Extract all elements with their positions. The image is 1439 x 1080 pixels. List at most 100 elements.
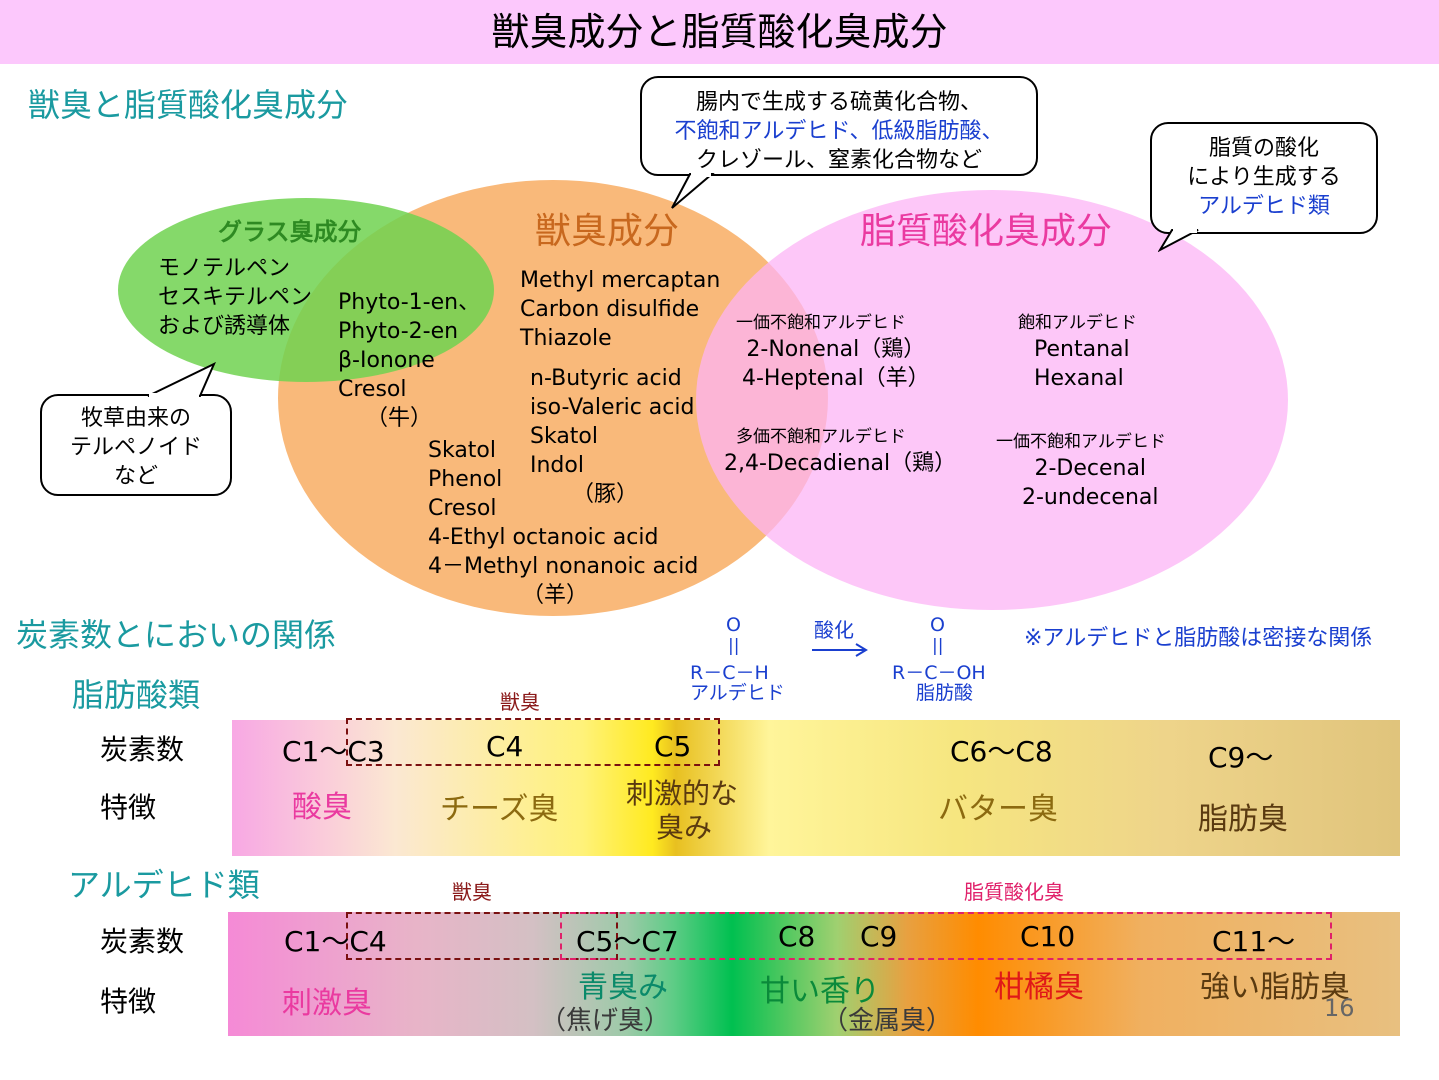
bubble-intestinal-tail (671, 173, 715, 209)
aldehyde-feature: （金属臭） (822, 1006, 953, 1036)
grass-ellipse (118, 198, 494, 382)
bubble-lipid-line2: により生成する (1187, 165, 1341, 190)
bubble-intestinal-line2: 不飽和アルデヒド、低級脂肪酸、 (674, 119, 1004, 144)
aldehyde-carbon: C11～ (1212, 925, 1296, 958)
lipid-title: 脂質酸化臭成分 (860, 211, 1113, 252)
aldehyde-name: アルデヒド (690, 682, 785, 704)
acid-name: 脂肪酸 (916, 682, 974, 704)
lipid-cat1-item: Pentanal (1034, 337, 1130, 362)
grass-item: セスキテルペン (158, 285, 313, 310)
aldehyde-formula: R－C－H (690, 662, 769, 684)
lipid-cat2-list: 2-Decenal 2-undecenal (1022, 454, 1159, 512)
bubble-intestinal-line3: クレゾール、窒素化合物など (695, 148, 982, 173)
aldehyde-carbon: C9 (860, 920, 898, 953)
bubble-lipid-oxidation: 脂質の酸化 により生成する アルデヒド類 (1150, 122, 1378, 234)
fatty-feature: チーズ臭 (440, 792, 559, 827)
overlap-cat1-item: 4-Heptenal（羊） (742, 366, 930, 391)
aldehyde-feature: 刺激臭 (282, 986, 372, 1021)
lipid-cat2-label: 一価不飽和アルデヒド (996, 432, 1166, 452)
oxidation-label: 酸化 (814, 618, 854, 642)
fatty-feature: バター臭 (938, 792, 1058, 827)
beast-item: n-Butyric acid (530, 366, 682, 391)
beast-item: Methyl mercaptan (520, 268, 721, 293)
bubble-pasture: 牧草由来の テルペノイド など (40, 394, 232, 496)
fatty-carbon: C6～C8 (950, 735, 1053, 768)
bubble-lipid-line1: 脂質の酸化 (1208, 136, 1319, 161)
overlap-cat1-label: 一価不飽和アルデヒド (736, 313, 906, 333)
bubble-pasture-tail (147, 362, 216, 397)
section-carbon-heading: 炭素数とにおいの関係 (16, 616, 337, 654)
bubble-intestinal-line1: 腸内で生成する硫黄化合物、 (695, 90, 982, 115)
overlap-item: Phyto-1-en、 (338, 290, 481, 315)
overlap-item: Phyto-2-en (338, 319, 459, 344)
bubble-lipid-line3: アルデヒド類 (1198, 194, 1330, 219)
beast-item: Carbon disulfide (520, 297, 700, 322)
aldehyde-lipid-label: 脂質酸化臭 (964, 880, 1064, 904)
oxidation-arrow-icon (812, 643, 868, 657)
overlap-cat1-item: 2-Nonenal（鶏） (746, 337, 926, 362)
fatty-row-carbon: 炭素数 (100, 733, 185, 766)
fatty-acids-band (232, 720, 1400, 856)
fatty-beast-label: 獣臭 (500, 690, 540, 714)
fatty-carbon: C5 (654, 730, 692, 763)
beast-item: Cresol (428, 496, 497, 521)
aldehyde-row-feature: 特徴 (100, 985, 157, 1018)
beast-title: 獣臭成分 (535, 211, 680, 252)
bubble-intestinal: 腸内で生成する硫黄化合物、 不飽和アルデヒド、低級脂肪酸、 クレゾール、窒素化合… (640, 76, 1038, 176)
section-venn-heading: 獣臭と脂質酸化臭成分 (28, 86, 349, 124)
overlap-animal: （牛） (366, 406, 433, 431)
fatty-feature: 脂肪臭 (1198, 802, 1288, 837)
beast-item: Thiazole (520, 326, 612, 351)
aldehyde-bond: || (728, 636, 740, 656)
beast-item: Skatol (428, 438, 496, 463)
aldehyde-carbon: C5～C7 (576, 925, 679, 958)
lipid-ellipse (696, 190, 1288, 610)
lipid-cat1-item: Hexanal (1034, 366, 1124, 391)
overlap-cat2-label: 多価不飽和アルデヒド (736, 427, 906, 447)
aldehyde-row-carbon: 炭素数 (100, 925, 185, 958)
grass-title: グラス臭成分 (218, 218, 362, 246)
aldehyde-beast-label: 獣臭 (452, 880, 492, 904)
acid-o: O (930, 614, 945, 636)
acid-bond: || (932, 636, 944, 656)
lipid-cat2-item: 2-Decenal (1034, 456, 1147, 481)
aldehyde-feature: （焦げ臭） (540, 1006, 671, 1036)
overlap-grass-beast-list: Phyto-1-en、 Phyto-2-en β-Ionone Cresol （… (338, 288, 480, 433)
aldehyde-o: O (726, 614, 741, 636)
beast-item: iso-Valeric acid (530, 395, 695, 420)
aldehyde-carbon: C8 (778, 920, 816, 953)
bubble-lipid-tail (1158, 229, 1199, 253)
grass-item: モノテルペン (158, 256, 291, 281)
bubble-pasture-line1: 牧草由来の (80, 406, 191, 431)
aldehyde-feature: 甘い香り (760, 974, 880, 1009)
aldehyde-carbon: C10 (1020, 920, 1076, 953)
aldehyde-feature: 強い脂肪臭 (1200, 970, 1350, 1005)
aldehyde-feature: 柑橘臭 (994, 970, 1084, 1005)
grass-list: モノテルペン セスキテルペン および誘導体 (158, 254, 312, 341)
beast-group3-animal: （羊） (522, 583, 589, 608)
title-bar (0, 0, 1439, 64)
beast-item: Phenol (428, 467, 503, 492)
beast-group2-animal: （豚） (572, 482, 639, 507)
aldehyde-carbon: C1～C4 (284, 925, 387, 958)
page-title: 獣臭成分と脂質酸化臭成分 (491, 10, 948, 54)
overlap-item: Cresol (338, 377, 407, 402)
aldehyde-beast-dashed-box (346, 912, 618, 960)
fatty-carbon: C4 (486, 730, 524, 763)
fatty-carbon: C1～C3 (282, 735, 385, 768)
grass-item: および誘導体 (158, 314, 291, 339)
lipid-cat2-item: 2-undecenal (1022, 485, 1159, 510)
aldehyde-lipid-dashed-box (560, 912, 1332, 960)
lipid-cat1-label: 飽和アルデヒド (1018, 313, 1137, 333)
fatty-feature: 酸臭 (292, 790, 352, 825)
beast-item: Indol (530, 453, 584, 478)
fatty-feature: 臭み (656, 811, 713, 844)
beast-item: Skatol (530, 424, 598, 449)
beast-item: 4－Methyl nonanoic acid (428, 554, 699, 579)
fatty-acids-heading: 脂肪酸類 (72, 676, 201, 714)
beast-group1: Methyl mercaptan Carbon disulfide Thiazo… (520, 266, 720, 353)
overlap-cat1-list: 2-Nonenal（鶏） 4-Heptenal（羊） (742, 335, 930, 393)
bubble-pasture-line2: テルペノイド (69, 435, 202, 460)
bubble-pasture-line3: など (113, 464, 158, 489)
acid-formula: R－C－OH (892, 662, 986, 684)
